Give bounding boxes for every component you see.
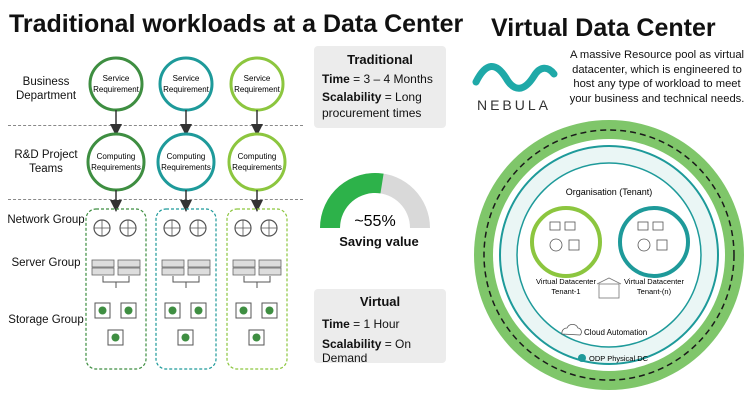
- service-label: Service: [103, 74, 130, 83]
- server-icon: [232, 267, 256, 276]
- server-icon: [187, 259, 211, 268]
- computing-label: Requirements: [161, 163, 211, 172]
- nebula-logo: NEBULA: [472, 63, 558, 113]
- storage-icon: [656, 239, 668, 251]
- traditional-scalability-cont: procurement times: [322, 106, 422, 120]
- gauge-value: ~55%: [354, 213, 395, 230]
- dashed-boundary: [483, 129, 735, 381]
- traditional-box-title: Traditional: [347, 52, 413, 67]
- row-label-business: Business Department: [15, 76, 77, 102]
- row-divider: [8, 125, 303, 126]
- tenant-n-label: Virtual Datacenter: [624, 277, 684, 286]
- server-icon: [161, 259, 185, 268]
- virtual-dc-diagram: Organisation (Tenant) Virtual Datacenter…: [474, 120, 744, 390]
- traditional-time: Time = 3 – 4 Months: [322, 72, 433, 86]
- column-1: Service Requirement Computing Requiremen…: [85, 56, 147, 370]
- traditional-flow-diagram: Service Requirement Computing Requiremen…: [85, 56, 288, 370]
- infra-group-box: [85, 208, 147, 370]
- traditional-box: Traditional Time = 3 – 4 Months Scalabil…: [314, 46, 446, 128]
- tenant-1-label: Virtual Datacenter: [536, 277, 596, 286]
- right-title: Virtual Data Center: [491, 14, 716, 42]
- tenant-n-label: Tenant-(n): [637, 287, 672, 296]
- server-icon: [91, 259, 115, 268]
- service-label: Requirement: [163, 85, 210, 94]
- gauge-fill: [320, 173, 384, 228]
- service-label: Service: [173, 74, 200, 83]
- cpu-icon: [652, 221, 664, 231]
- tenant-n-circle: [618, 206, 690, 278]
- globe-icon: [637, 238, 651, 252]
- service-label: Service: [244, 74, 271, 83]
- row-label-storage: Storage Group: [8, 314, 84, 326]
- building-icon: [598, 283, 620, 299]
- virtual-box: Virtual Time = 1 Hour Scalability = On D…: [314, 289, 446, 365]
- storage-icon: [568, 239, 580, 251]
- row-divider: [8, 199, 303, 200]
- infra-group-box: [155, 208, 217, 370]
- cpu-icon: [637, 221, 649, 231]
- server-icon: [258, 267, 282, 276]
- column-3: Service Requirement Computing Requiremen…: [226, 56, 288, 370]
- right-description: A massive Resource pool as virtual datac…: [569, 49, 745, 105]
- row-label-rnd: R&D Project Teams: [14, 149, 78, 175]
- virtual-box-title: Virtual: [359, 294, 401, 309]
- computing-requirements-node: [156, 132, 216, 192]
- service-label: Requirement: [93, 85, 140, 94]
- traditional-scalability: Scalability = Long: [322, 90, 422, 104]
- nebula-wave-icon: [472, 63, 558, 92]
- server-icon: [91, 267, 115, 276]
- physical-dc-label: ODP Physical DC: [589, 354, 649, 363]
- service-requirement-node: [88, 56, 144, 112]
- tenant-1-circle: [530, 206, 602, 278]
- service-requirement-node: [229, 56, 285, 112]
- row-label-network: Network Group: [7, 214, 85, 226]
- row-label-server: Server Group: [11, 257, 81, 269]
- cpu-icon: [564, 221, 576, 231]
- organisation-label: Organisation (Tenant): [566, 187, 653, 197]
- computing-label: Requirements: [91, 163, 141, 172]
- computing-label: Computing: [167, 152, 206, 161]
- column-2: Service Requirement Computing Requiremen…: [155, 56, 217, 370]
- computing-label: Computing: [238, 152, 277, 161]
- server-icon: [117, 267, 141, 276]
- cpu-icon: [549, 221, 561, 231]
- cloud-icon: [561, 324, 582, 336]
- dc-icon: [578, 354, 586, 362]
- service-requirement-node: [158, 56, 214, 112]
- virtual-time: Time = 1 Hour: [322, 317, 400, 331]
- computing-label: Requirements: [232, 163, 282, 172]
- infra-group-box: [226, 208, 288, 370]
- server-icon: [117, 259, 141, 268]
- computing-requirements-node: [86, 132, 146, 192]
- server-icon: [161, 267, 185, 276]
- cloud-automation-label: Cloud Automation: [584, 328, 647, 337]
- gauge-label: Saving value: [339, 234, 419, 249]
- computing-label: Computing: [97, 152, 136, 161]
- tenant-1-label: Tenant-1: [551, 287, 580, 296]
- left-title: Traditional workloads at a Data Center: [9, 10, 464, 38]
- saving-gauge: ~55%: [320, 173, 430, 230]
- service-label: Requirement: [234, 85, 281, 94]
- virtual-scalability: Scalability = On Demand: [322, 337, 412, 365]
- server-icon: [258, 259, 282, 268]
- nebula-wordmark: NEBULA: [477, 97, 551, 113]
- globe-icon: [549, 238, 563, 252]
- server-icon: [232, 259, 256, 268]
- server-icon: [187, 267, 211, 276]
- computing-requirements-node: [227, 132, 287, 192]
